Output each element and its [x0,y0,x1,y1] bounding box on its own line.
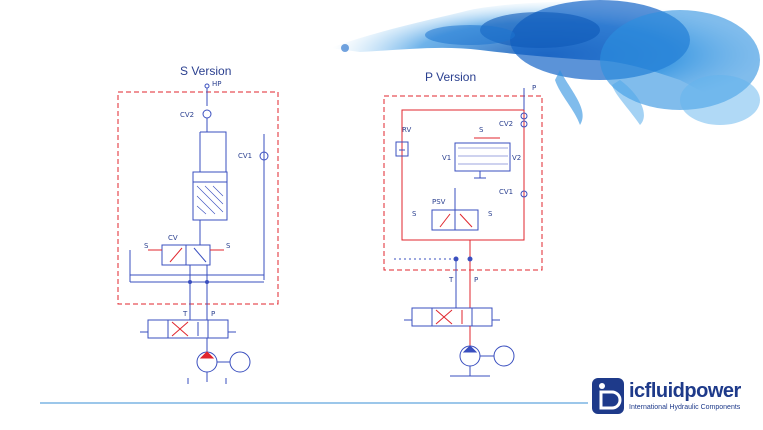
p-version-title: P Version [425,70,477,84]
s-hp-label: HP [212,80,222,88]
p-boundary-box [383,95,543,271]
p-cv1-valve [520,190,528,198]
s-version-title: S Version [180,64,232,78]
p-psv-label: PSV [432,198,446,206]
p-directional-valve [411,307,493,327]
p-version-schematic [383,88,543,377]
s-s-right-label: S [226,242,231,250]
p-pressure-circuit [401,109,525,241]
s-motor [229,351,251,373]
p-s-top-label: S [479,126,484,134]
p-p-top-label: P [532,84,536,92]
p-rv-label: RV [402,126,411,134]
s-hp-port [204,83,210,89]
p-v2-label: V2 [512,154,521,162]
p-p-label: P [474,276,478,284]
p-cv2-valve [520,120,528,128]
p-s-right-label: S [488,210,493,218]
s-cv-label: CV [168,234,178,242]
s-version-schematic [117,83,279,384]
p-motor [493,345,515,367]
s-t-label: T [182,310,188,318]
p-v1-v2-spool [454,142,511,172]
p-v1-label: V1 [442,154,451,162]
p-t-label: T [448,276,454,284]
p-cv1-label: CV1 [499,188,513,196]
p-cv2-label: CV2 [499,120,513,128]
s-boundary-box [117,91,279,305]
brand-tagline: International Hydraulic Components [629,404,741,411]
s-p-label: P [211,310,215,318]
p-rv-valve [395,141,409,157]
s-cv2-valve [202,109,212,119]
brand-logo-icon [592,378,624,414]
p-s-left-label: S [412,210,417,218]
s-cv1-valve [259,151,269,161]
brand-name: icfluidpower [629,380,741,402]
s-directional-valve [147,319,229,339]
s-cv2-label: CV2 [180,111,194,119]
s-cylinder [192,171,228,221]
s-cv1-label: CV1 [238,152,252,160]
s-s-left-label: S [144,242,149,250]
